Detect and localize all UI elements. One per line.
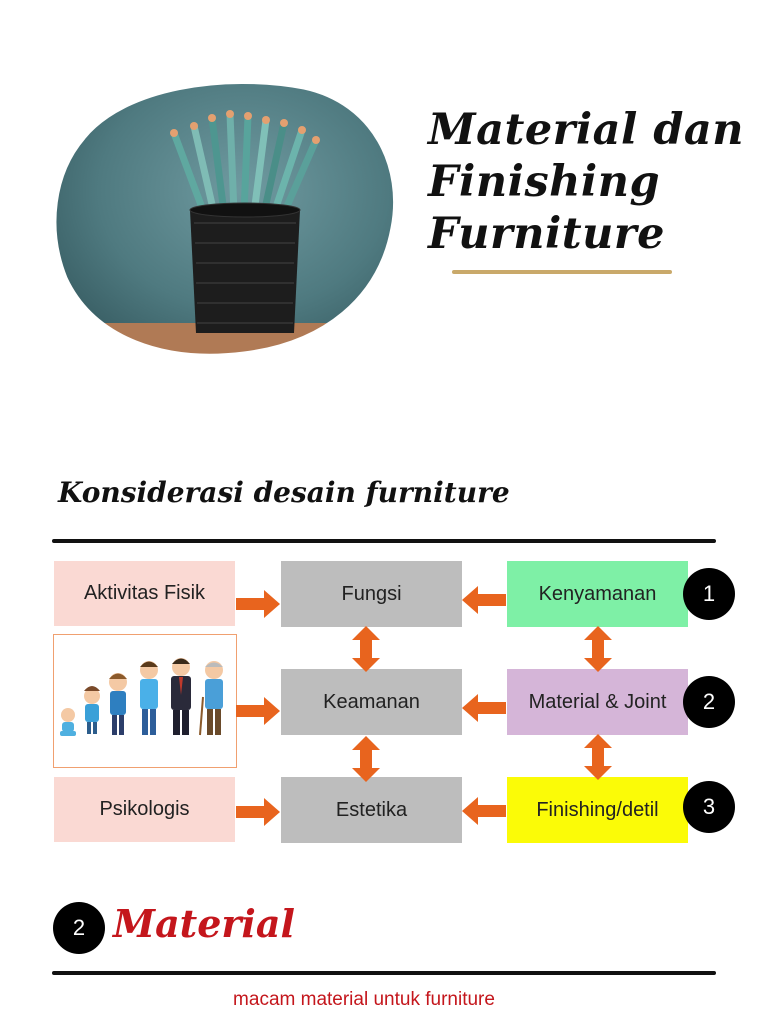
- arrow-left-icon: [462, 797, 506, 825]
- box-label: Keamanan: [323, 690, 420, 713]
- pencil-cup-photo: [53, 78, 398, 360]
- section-divider: [52, 539, 716, 543]
- box-label: Fungsi: [341, 582, 402, 605]
- number-badge-1: 1: [683, 568, 735, 620]
- baby-figure: [60, 708, 76, 736]
- box-material-joint: Material & Joint: [507, 669, 688, 735]
- section-caption: macam material untuk furniture: [0, 989, 768, 1011]
- number-badge-2: 2: [683, 676, 735, 728]
- arrow-updown-icon: [584, 734, 612, 780]
- arrow-updown-icon: [352, 626, 380, 672]
- section-number-badge: 2: [53, 902, 105, 954]
- box-keamanan: Keamanan: [281, 669, 462, 735]
- title-line-1: Material dan: [428, 105, 745, 155]
- box-aktivitas-fisik: Aktivitas Fisik: [54, 561, 235, 626]
- box-label: Aktivitas Fisik: [83, 582, 206, 604]
- arrow-left-icon: [462, 694, 506, 722]
- arrow-updown-icon: [584, 626, 612, 672]
- section-heading-material: Material: [113, 901, 295, 946]
- arrow-right-icon: [236, 798, 280, 826]
- page-title: Material dan Finishing Furniture: [428, 104, 745, 260]
- people-illustration: [53, 634, 237, 768]
- title-underline: [452, 270, 672, 274]
- caption-text: macam material untuk furniture: [233, 989, 495, 1010]
- section-heading-konsiderasi: Konsiderasi desain furniture: [58, 476, 510, 509]
- title-line-3: Furniture: [428, 209, 665, 259]
- number-badge-3: 3: [683, 781, 735, 833]
- box-psikologis: Psikologis: [54, 777, 235, 842]
- arrow-right-icon: [236, 590, 280, 618]
- box-kenyamanan: Kenyamanan: [507, 561, 688, 627]
- title-line-2: Finishing: [428, 157, 661, 207]
- arrow-left-icon: [462, 586, 506, 614]
- box-estetika: Estetika: [281, 777, 462, 843]
- box-fungsi: Fungsi: [281, 561, 462, 627]
- section-divider: [52, 971, 716, 975]
- arrow-right-icon: [236, 697, 280, 725]
- box-finishing-detil: Finishing/detil: [507, 777, 688, 843]
- box-label: Psikologis: [99, 798, 190, 820]
- box-label: Kenyamanan: [538, 582, 657, 605]
- box-label: Material & Joint: [528, 690, 667, 713]
- box-label: Finishing/detil: [536, 798, 659, 821]
- arrow-updown-icon: [352, 736, 380, 782]
- box-label: Estetika: [335, 798, 408, 821]
